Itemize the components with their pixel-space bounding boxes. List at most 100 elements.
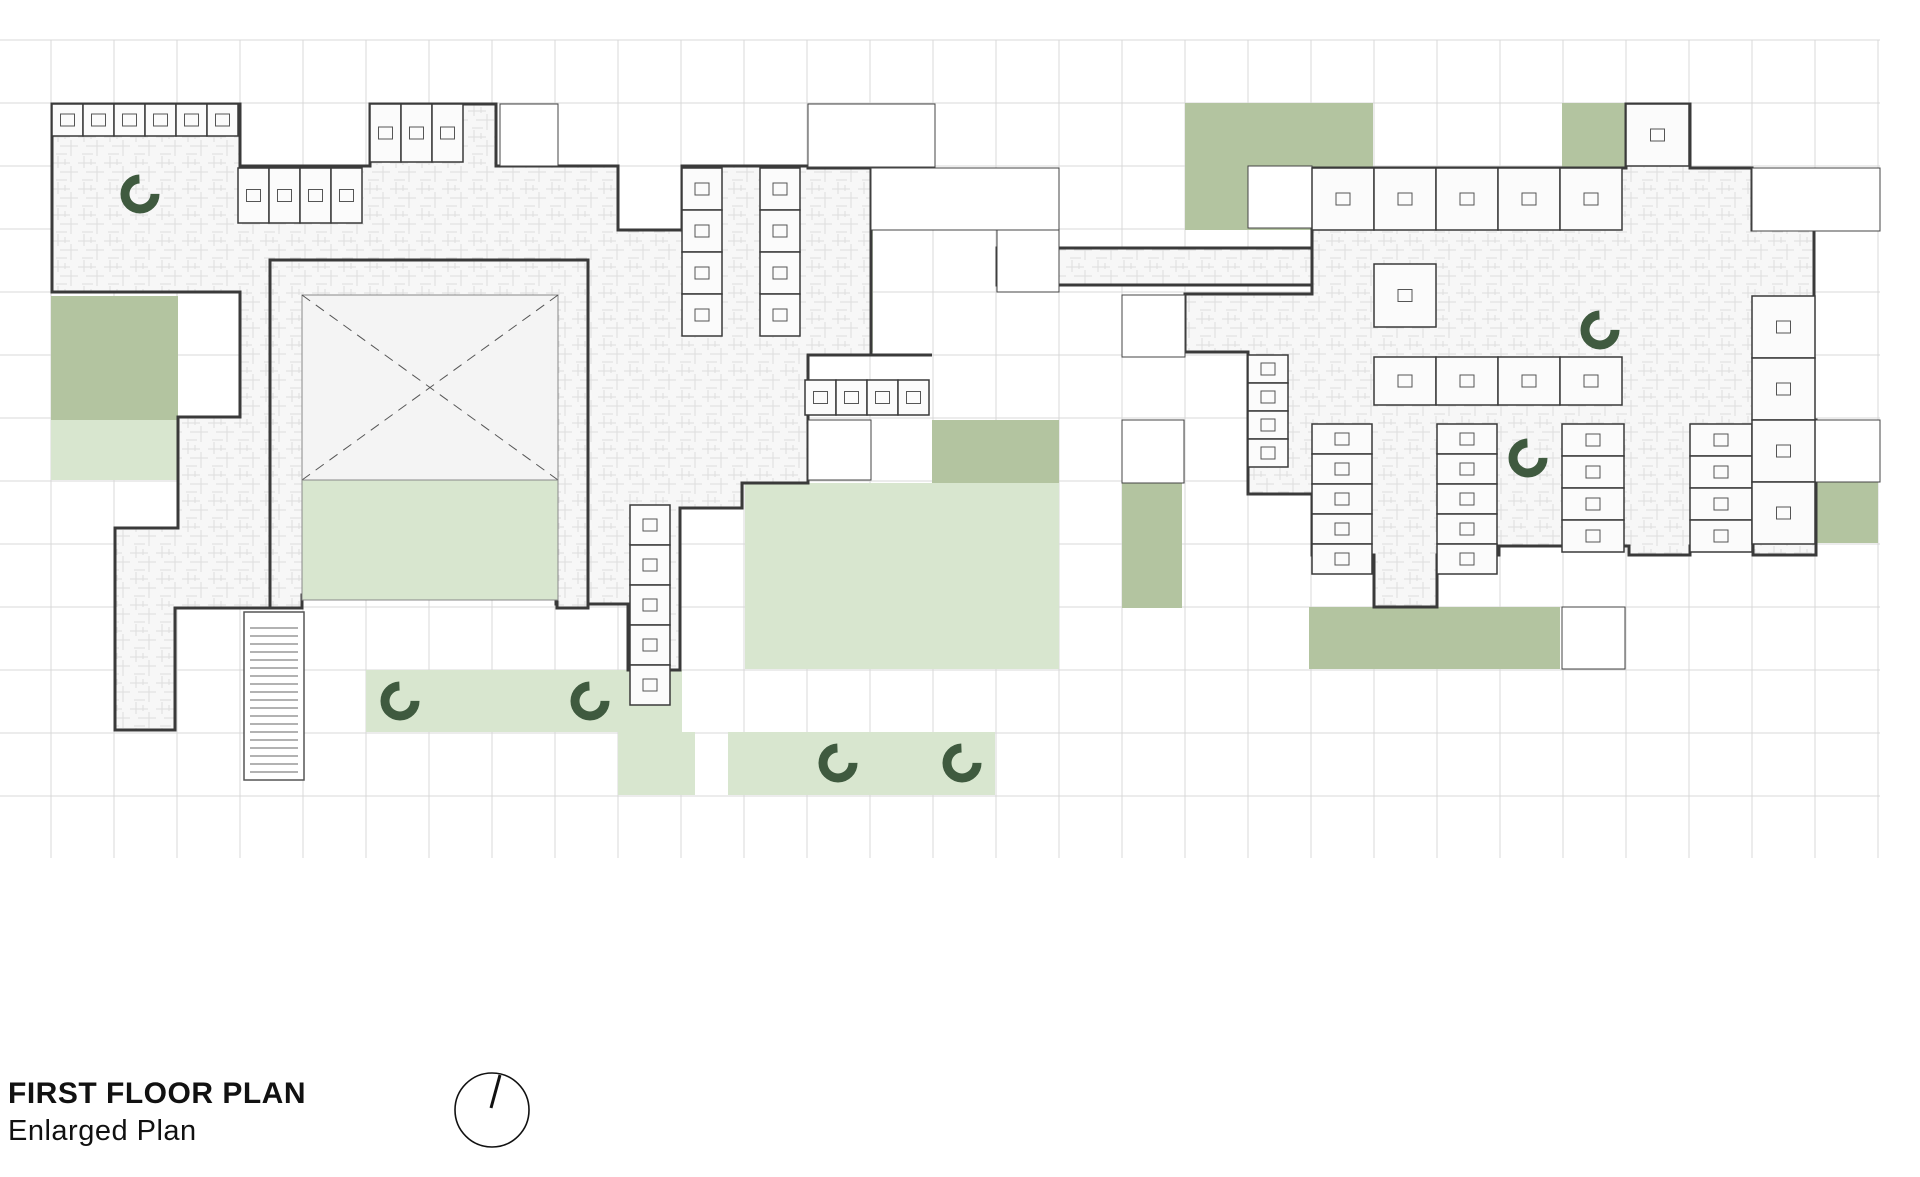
landscape-area (51, 420, 178, 480)
furniture-mark (642, 518, 658, 532)
room-cell (681, 167, 723, 211)
furniture-mark (184, 113, 199, 127)
site-plot (1121, 294, 1186, 358)
room-cell (1689, 455, 1753, 489)
room-cell (1311, 483, 1373, 515)
furniture-mark (1260, 390, 1276, 404)
furniture-mark (772, 308, 788, 322)
room-cell (759, 293, 801, 337)
tree-symbols (120, 174, 1620, 783)
furniture-mark (694, 224, 710, 238)
furniture-mark (215, 113, 230, 127)
furniture-mark (122, 113, 137, 127)
site-plot (1561, 606, 1626, 670)
room-cell (759, 209, 801, 253)
furniture-mark (1583, 192, 1599, 206)
site-plot (1247, 165, 1313, 229)
tree-icon (942, 743, 982, 783)
furniture-mark (1334, 492, 1350, 506)
landscape-area (1309, 607, 1560, 669)
room-cell (835, 379, 868, 416)
room-cell (175, 103, 208, 137)
furniture-mark (1459, 432, 1475, 446)
room-cell (1436, 453, 1498, 485)
furniture-mark (91, 113, 106, 127)
room-cell (268, 167, 301, 224)
room-cell (1561, 487, 1625, 521)
room-cell (1311, 423, 1373, 455)
room-details (51, 103, 1816, 706)
furniture-mark (642, 638, 658, 652)
furniture-mark (813, 391, 828, 404)
landscape-area (1815, 481, 1878, 543)
site-plot (1121, 419, 1185, 484)
furniture-mark (1397, 374, 1413, 388)
room-cell (681, 251, 723, 295)
room-cell (1373, 167, 1437, 231)
room-cell (1559, 356, 1623, 406)
room-cell (237, 167, 270, 224)
furniture-mark (875, 391, 890, 404)
furniture-mark (1713, 497, 1729, 511)
furniture-mark (1585, 529, 1601, 543)
furniture-mark (1459, 192, 1475, 206)
furniture-mark (1334, 552, 1350, 566)
furniture-mark (1334, 432, 1350, 446)
furniture-mark (1776, 320, 1791, 334)
stair-block (243, 611, 305, 781)
room-cell (206, 103, 239, 137)
room-cell (1247, 354, 1289, 384)
room-cell (330, 167, 363, 224)
furniture-mark (308, 189, 323, 202)
site-plot (996, 229, 1060, 293)
room-cell (299, 167, 332, 224)
room-cell (1247, 410, 1289, 440)
furniture-mark (409, 126, 424, 140)
tree-icon (380, 681, 420, 721)
room-cell (1751, 295, 1816, 359)
furniture-mark (694, 308, 710, 322)
room-cell (1561, 423, 1625, 457)
room-cell (681, 209, 723, 253)
room-cell (681, 293, 723, 337)
room-cell (1497, 167, 1561, 231)
room-cell (629, 504, 671, 546)
room-cell (629, 544, 671, 586)
furniture-mark (1776, 444, 1791, 458)
furniture-mark (1713, 433, 1729, 447)
furniture-mark (153, 113, 168, 127)
room-cell (1561, 455, 1625, 489)
room-cell (1436, 423, 1498, 455)
furniture-mark (246, 189, 261, 202)
room-cell (1561, 519, 1625, 553)
room-cell (804, 379, 837, 416)
room-cell (1689, 519, 1753, 553)
furniture-mark (1459, 522, 1475, 536)
landscape-area (745, 483, 1059, 669)
tree-icon (570, 681, 610, 721)
room-cell (113, 103, 146, 137)
landscape-area (115, 357, 178, 420)
plan-subtitle: Enlarged Plan (8, 1115, 197, 1147)
furniture-mark (378, 126, 393, 140)
room-cell (866, 379, 899, 416)
site-plot (1247, 493, 1250, 496)
furniture-mark (844, 391, 859, 404)
furniture-mark (1260, 418, 1276, 432)
room-cell (1689, 487, 1753, 521)
tree-icon (1508, 438, 1548, 478)
room-cell (1751, 419, 1816, 483)
tree-icon (818, 743, 858, 783)
room-cell (629, 584, 671, 626)
room-cell (51, 103, 84, 137)
room-cell (1435, 167, 1499, 231)
furniture-mark (1776, 382, 1791, 396)
room-cell (1436, 483, 1498, 515)
furniture-mark (642, 598, 658, 612)
furniture-mark (1397, 192, 1413, 206)
furniture-mark (1650, 128, 1665, 142)
furniture-mark (642, 558, 658, 572)
room-cell (1247, 382, 1289, 412)
furniture-mark (60, 113, 75, 127)
